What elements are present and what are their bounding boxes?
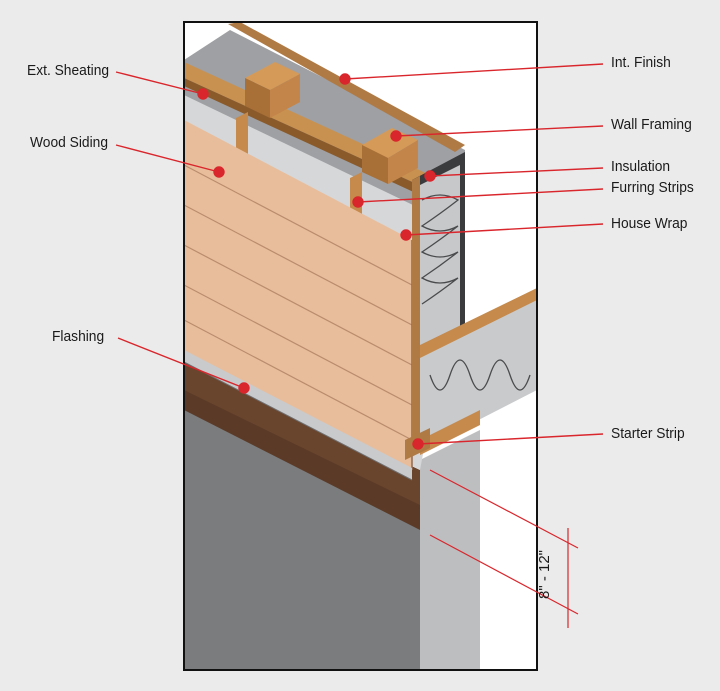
- floor-insulation: [420, 290, 537, 450]
- top-plate: [228, 22, 465, 152]
- wall-insulation: [420, 165, 460, 355]
- foundation-face: [184, 400, 420, 670]
- rim-band: [184, 360, 420, 505]
- flashing-strip: [184, 350, 412, 480]
- label-wall-framing: Wall Framing: [611, 116, 692, 133]
- label-wood-siding: Wood Siding: [30, 134, 108, 151]
- leader-lines: [115, 63, 604, 450]
- label-int-finish: Int. Finish: [611, 54, 671, 71]
- dimension-lines: [429, 469, 579, 628]
- label-house-wrap: House Wrap: [611, 215, 688, 232]
- label-insulation: Insulation: [611, 158, 671, 175]
- label-furring-strips: Furring Strips: [611, 179, 694, 196]
- siding-courses: [184, 164, 413, 441]
- label-flashing: Flashing: [52, 328, 105, 345]
- wall-insulation-pattern: [420, 194, 460, 305]
- floor-joist-top: [420, 288, 537, 358]
- stud-edge: [412, 176, 420, 455]
- label-ext-sheathing: Ext. Sheating: [27, 62, 110, 79]
- drawing-frame: [183, 21, 538, 671]
- label-starter-strip: Starter Strip: [611, 425, 685, 442]
- foundation-side: [420, 430, 480, 670]
- label-dimension: 8" - 12": [536, 549, 554, 600]
- floor-insulation-pattern: [429, 359, 531, 391]
